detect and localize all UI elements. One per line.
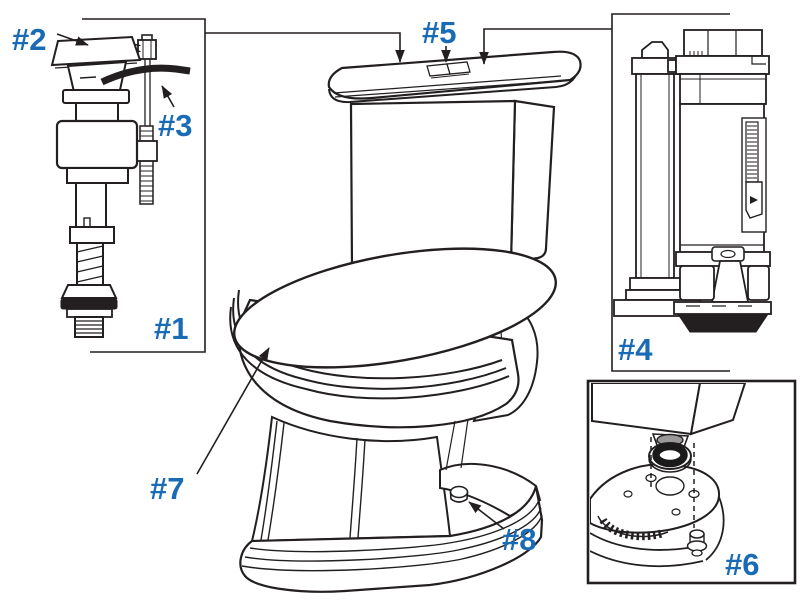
flush-button bbox=[426, 61, 471, 79]
callout-5-label: #5 bbox=[422, 15, 456, 50]
gasket-inset-illustration bbox=[590, 383, 747, 568]
leader-callout-2 bbox=[56, 33, 89, 46]
callout-3-label: #3 bbox=[158, 108, 192, 143]
detail-box-gasket bbox=[586, 379, 797, 585]
toilet-illustration bbox=[229, 50, 582, 593]
leader-flush-valve-to-tank bbox=[479, 28, 612, 65]
detail-box-flush-valve bbox=[611, 13, 730, 372]
callout-2-label: #2 bbox=[12, 22, 46, 57]
callout-7-label: #7 bbox=[150, 471, 184, 506]
refill-hose bbox=[100, 64, 191, 86]
bolt-cap bbox=[449, 485, 469, 503]
fill-valve-illustration bbox=[50, 34, 191, 338]
tank-bolt bbox=[686, 529, 708, 557]
callout-1-label: #1 bbox=[154, 311, 188, 346]
callout-6-label: #6 bbox=[725, 547, 759, 582]
leader-callout-3 bbox=[161, 85, 175, 108]
leader-fill-valve-to-tank bbox=[205, 32, 405, 63]
flush-valve-illustration bbox=[613, 29, 772, 333]
tank-lid bbox=[327, 50, 582, 104]
leader-callout-8 bbox=[468, 501, 505, 530]
detail-box-fill-valve bbox=[82, 18, 206, 353]
leader-callout-7 bbox=[196, 347, 270, 475]
toilet-seat-lid bbox=[233, 247, 557, 369]
callout-4-label: #4 bbox=[618, 332, 653, 367]
callout-8-label: #8 bbox=[502, 522, 536, 557]
